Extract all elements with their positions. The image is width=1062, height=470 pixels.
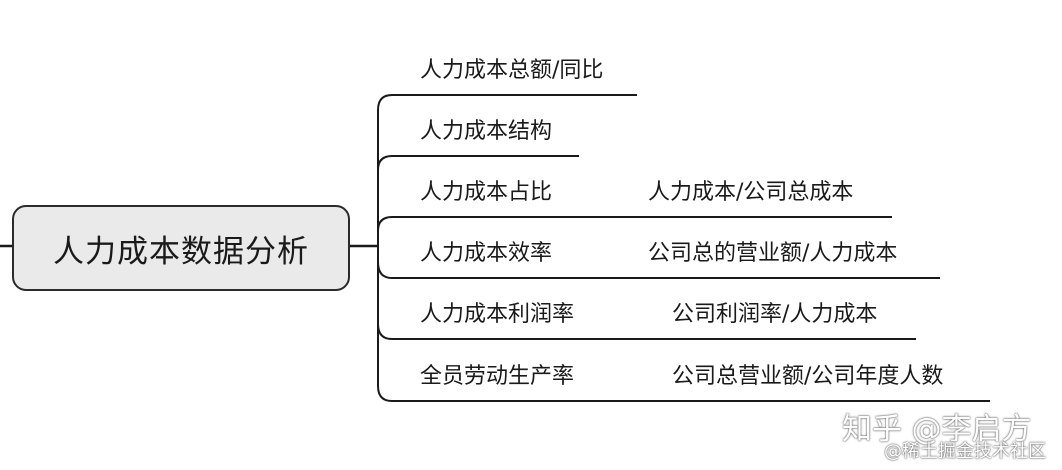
branch-label-1: 人力成本总额/同比 xyxy=(420,58,604,83)
branch-detail-5: 公司利润率/人力成本 xyxy=(672,302,878,327)
branch-connector-2 xyxy=(377,155,393,171)
branch-label-4: 人力成本效率 xyxy=(420,241,553,266)
branch-label-5: 人力成本利润率 xyxy=(420,302,575,327)
branch-label-6: 全员劳动生产率 xyxy=(420,364,575,389)
watermark-main: 知乎 @李启方 xyxy=(842,412,1032,447)
branch-detail-3: 人力成本/公司总成本 xyxy=(648,180,854,205)
branch-detail-4: 公司总的营业额/人力成本 xyxy=(648,241,898,266)
branch-label-3: 人力成本占比 xyxy=(420,180,553,205)
branch-label-2: 人力成本结构 xyxy=(420,119,553,144)
watermark-sub: @稀土掘金技术社区 xyxy=(884,441,1046,462)
branch-connector-4 xyxy=(377,261,393,279)
root-node: 人力成本数据分析 xyxy=(12,205,350,291)
branch-connector-5 xyxy=(377,323,393,340)
branch-trunk xyxy=(377,94,393,402)
root-node-label: 人力成本数据分析 xyxy=(53,233,309,270)
branch-detail-6: 公司总营业额/公司年度人数 xyxy=(672,364,944,389)
branch-connector-3 xyxy=(377,216,393,232)
